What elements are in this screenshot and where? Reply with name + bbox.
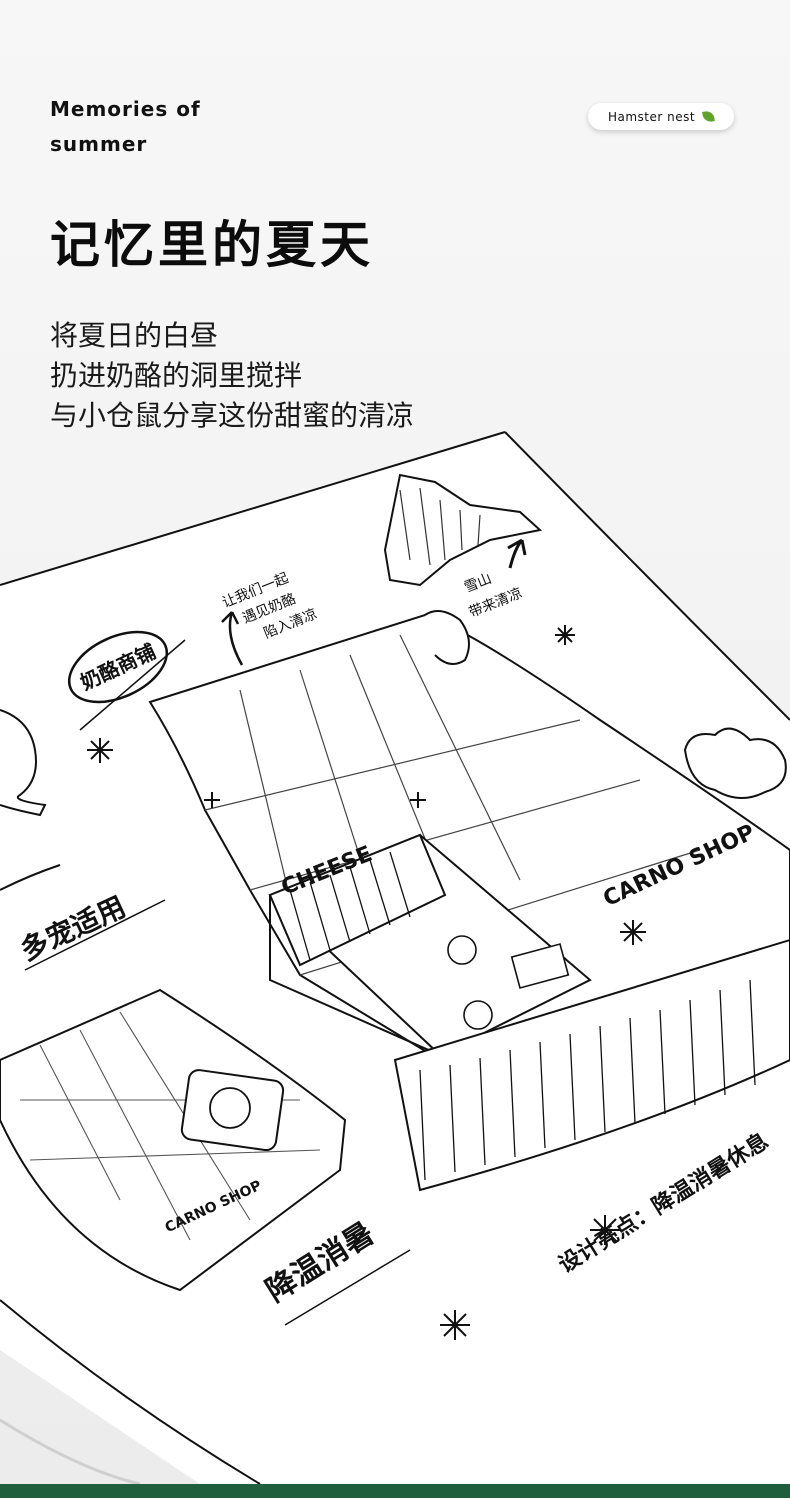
snowflake-icon <box>204 792 220 808</box>
snowflake-icon <box>87 738 113 763</box>
hamster-nest-tag: Hamster nest <box>588 103 734 130</box>
left-label-underline <box>24 899 166 971</box>
page-title: 记忆里的夏天 <box>50 216 374 274</box>
body-line-3: 与小仓鼠分享这份甜蜜的清凉 <box>50 399 415 432</box>
body-line-2: 扔进奶酪的洞里搅拌 <box>50 359 303 392</box>
awning-stripes <box>289 851 411 961</box>
sheet-edge-bottom <box>0 1299 261 1484</box>
cheese-block <box>510 943 570 989</box>
snowflake-icon <box>555 625 575 645</box>
sketch-illustration: 让我们一起 遇见奶酪 陷入清凉 雪山 带来清凉 奶酪商铺 多宠适用 CHEESE… <box>0 431 790 1484</box>
body-line-1: 将夏日的白昼 <box>50 319 219 352</box>
label-cooling-underline <box>284 1249 411 1326</box>
arrow-curve-icon <box>221 611 244 666</box>
mountain-hatching <box>399 487 481 566</box>
snowflake-icon <box>590 1215 620 1245</box>
sheet-shadow <box>0 1418 141 1484</box>
bottom-bar <box>0 1484 790 1498</box>
lizard-doodle <box>0 709 47 817</box>
shop-box-side <box>269 895 441 1056</box>
snowflake-icon <box>410 792 426 808</box>
fringe-lines <box>419 979 756 1181</box>
leaf-icon <box>702 110 715 123</box>
snowflake-icon <box>620 920 646 945</box>
snowflake-icon <box>440 1310 470 1340</box>
cloud-doodle <box>683 727 787 799</box>
eyebrow-text: Memories of summer <box>50 92 201 162</box>
arrow-up-icon <box>507 538 527 569</box>
mountain-sketch <box>383 473 543 587</box>
hamster-face-doodle <box>209 1087 251 1129</box>
badge-underline <box>79 639 186 731</box>
shop-awning <box>268 833 447 967</box>
small-mat <box>0 988 347 1292</box>
shop-badge <box>67 630 169 704</box>
sheet-edge-right <box>504 431 790 721</box>
tag-label: Hamster nest <box>607 109 696 124</box>
eyebrow-line-1: Memories of <box>50 97 201 121</box>
hamster-doodle-1 <box>447 935 477 965</box>
sheet-edge-top <box>0 431 506 586</box>
hamster-doodle-2 <box>463 1000 493 1030</box>
body-copy: 将夏日的白昼 扔进奶酪的洞里搅拌 与小仓鼠分享这份甜蜜的清凉 <box>50 316 414 436</box>
tail-doodle <box>0 864 61 891</box>
mat-fringe <box>393 938 790 1192</box>
mat-roll <box>424 610 470 665</box>
eyebrow-line-2: summer <box>50 132 148 156</box>
